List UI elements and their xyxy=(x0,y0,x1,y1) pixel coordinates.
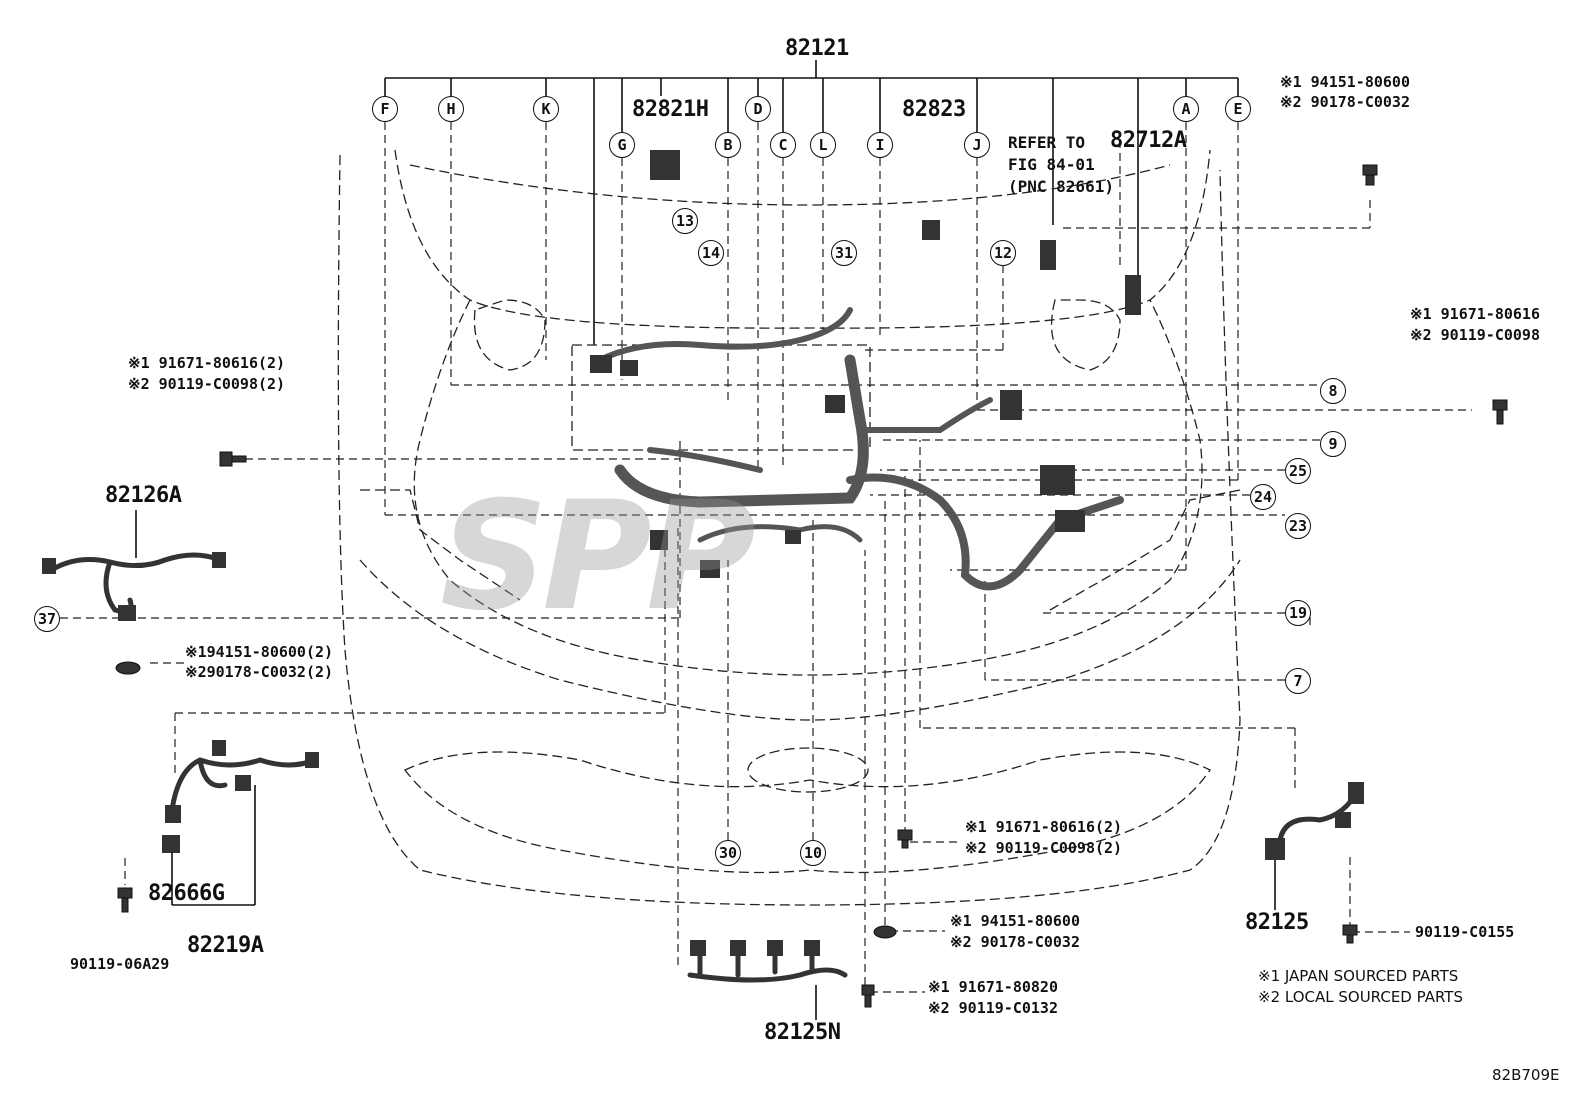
fastener-center-nut-2: ※2 90178-C0032 xyxy=(950,933,1080,951)
fastener-top-right-1: ※1 94151-80600 xyxy=(1280,73,1410,91)
callout-f: F xyxy=(372,96,398,122)
callout-j: J xyxy=(964,132,990,158)
fastener-82125-bolt: 90119-C0155 xyxy=(1415,923,1515,941)
label-82219a: 82219A xyxy=(187,933,264,958)
fastener-right-2: ※2 90119-C0098 xyxy=(1410,326,1540,344)
label-82126a: 82126A xyxy=(105,483,182,508)
callout-23: 23 xyxy=(1285,513,1311,539)
callout-37: 37 xyxy=(34,606,60,632)
callout-e: E xyxy=(1225,96,1251,122)
legend-local: ※2 LOCAL SOURCED PARTS xyxy=(1258,988,1463,1006)
fastener-center-bolt2-2: ※2 90119-C0132 xyxy=(928,999,1058,1017)
fastener-82666g-bolt: 90119-06A29 xyxy=(70,955,170,973)
callout-19: 19 xyxy=(1285,600,1311,626)
fastener-right-1: ※1 91671-80616 xyxy=(1410,305,1540,323)
fastener-center-bolt-1: ※1 91671-80616(2) xyxy=(965,818,1123,836)
watermark: SPP xyxy=(440,470,756,644)
refer-line-3: (PNC 82661) xyxy=(1008,177,1114,196)
callout-24: 24 xyxy=(1250,484,1276,510)
label-82821h: 82821H xyxy=(632,97,709,122)
label-82666g: 82666G xyxy=(148,881,225,906)
legend-japan: ※1 JAPAN SOURCED PARTS xyxy=(1258,967,1459,985)
callout-30: 30 xyxy=(715,840,741,866)
fastener-left-nut-1: ※194151-80600(2) xyxy=(185,643,334,661)
label-82121: 82121 xyxy=(785,36,849,61)
fastener-left-2: ※2 90119-C0098(2) xyxy=(128,375,286,393)
fastener-center-bolt-2: ※2 90119-C0098(2) xyxy=(965,839,1123,857)
callout-25: 25 xyxy=(1285,458,1311,484)
callout-a: A xyxy=(1173,96,1199,122)
fastener-left-nut-2: ※290178-C0032(2) xyxy=(185,663,334,681)
callout-l: L xyxy=(810,132,836,158)
callout-9: 9 xyxy=(1320,431,1346,457)
label-82125: 82125 xyxy=(1245,910,1309,935)
fastener-left-1: ※1 91671-80616(2) xyxy=(128,354,286,372)
callout-k: K xyxy=(533,96,559,122)
fastener-center-bolt2-1: ※1 91671-80820 xyxy=(928,978,1058,996)
callout-i: I xyxy=(867,132,893,158)
figure-code: 82B709E xyxy=(1492,1066,1560,1084)
callout-c: C xyxy=(770,132,796,158)
callout-h: H xyxy=(438,96,464,122)
label-82125n: 82125N xyxy=(764,1020,841,1045)
label-82712a: 82712A xyxy=(1110,128,1187,153)
refer-line-1: REFER TO xyxy=(1008,133,1086,152)
callout-12: 12 xyxy=(990,240,1016,266)
callout-8: 8 xyxy=(1320,378,1346,404)
fastener-center-nut-1: ※1 94151-80600 xyxy=(950,912,1080,930)
callout-g: G xyxy=(609,132,635,158)
callout-d: D xyxy=(745,96,771,122)
callout-10: 10 xyxy=(800,840,826,866)
fastener-top-right-2: ※2 90178-C0032 xyxy=(1280,93,1410,111)
callout-b: B xyxy=(715,132,741,158)
label-82823: 82823 xyxy=(902,97,966,122)
callout-14: 14 xyxy=(698,240,724,266)
refer-line-2: FIG 84-01 xyxy=(1008,155,1095,174)
callout-7: 7 xyxy=(1285,668,1311,694)
callout-13: 13 xyxy=(672,208,698,234)
callout-31: 31 xyxy=(831,240,857,266)
